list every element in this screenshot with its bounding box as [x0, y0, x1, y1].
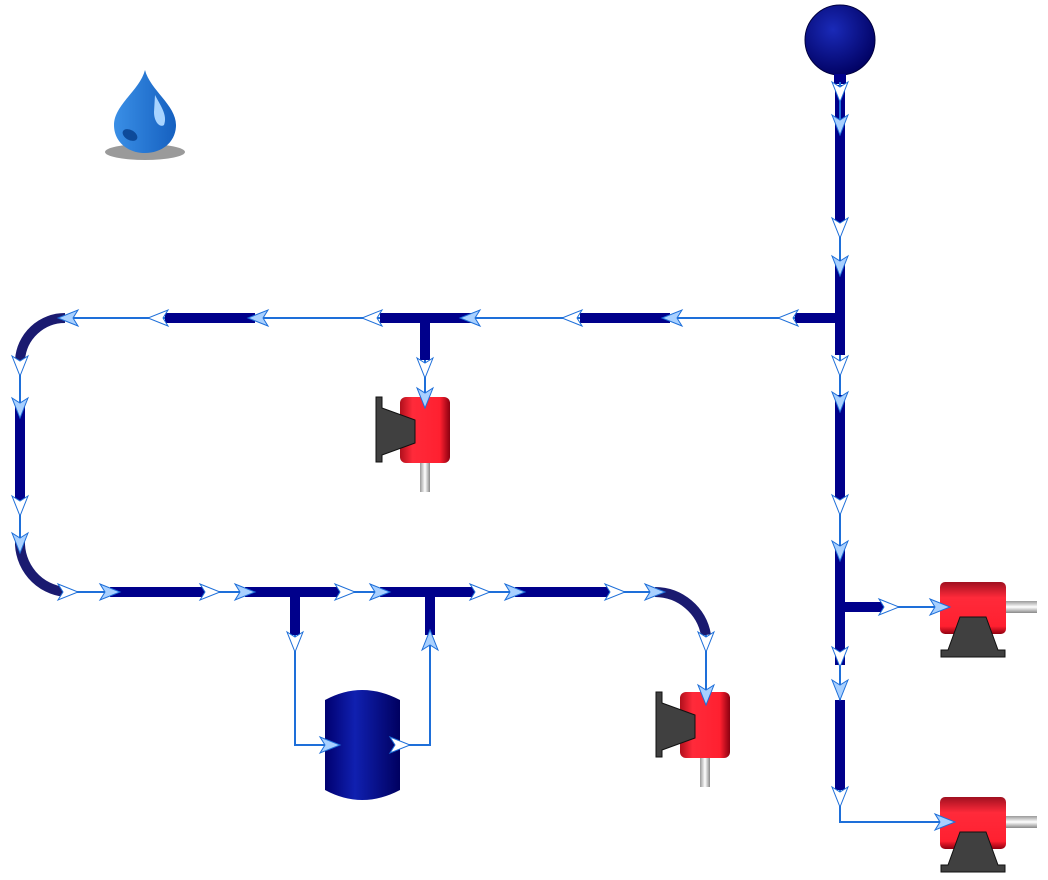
inlet-arrow-icon: [368, 582, 392, 602]
outlet-arrow-icon: [285, 630, 305, 654]
inlet-arrow-icon: [415, 386, 435, 410]
inlet-arrow-icon: [830, 678, 850, 702]
outlet-arrow-icon: [830, 785, 850, 809]
pump-lower[interactable]: [940, 797, 1037, 873]
outlet-arrow-icon: [333, 582, 357, 602]
outlet-arrow-icon: [877, 597, 901, 617]
outlet-arrow-icon: [198, 582, 222, 602]
source-ball[interactable]: [804, 4, 876, 84]
inlet-arrow-icon: [318, 735, 342, 755]
tank[interactable]: [325, 690, 400, 800]
outlet-arrow-icon: [56, 582, 80, 602]
outlet-arrow-icon: [388, 735, 412, 755]
inlet-arrow-icon: [458, 308, 482, 328]
inlet-arrow-icon: [696, 683, 716, 707]
inlet-arrow-icon: [928, 597, 952, 617]
outlet-arrow-icon: [415, 356, 435, 380]
inlet-arrow-icon: [830, 539, 850, 563]
outlet-arrow-icon: [830, 354, 850, 378]
outlet-arrow-icon: [10, 494, 30, 518]
inlet-arrow-icon: [98, 582, 122, 602]
connector-line: [294, 635, 330, 746]
valve-upper[interactable]: [375, 396, 450, 492]
inlet-arrow-icon: [933, 812, 957, 832]
outlet-arrow-icon: [560, 308, 584, 328]
inlet-arrow-icon: [830, 113, 850, 137]
inlet-arrow-icon: [643, 582, 667, 602]
connector-line: [839, 790, 945, 823]
outlet-arrow-icon: [146, 308, 170, 328]
inlet-arrow-icon: [56, 308, 80, 328]
outlet-arrow-icon: [830, 645, 850, 669]
inlet-arrow-icon: [830, 254, 850, 278]
pipe-bend: [15, 312, 66, 361]
pipe-bend: [654, 587, 711, 637]
outlet-arrow-icon: [696, 630, 716, 654]
inlet-arrow-icon: [660, 308, 684, 328]
outlet-arrow-icon: [830, 80, 850, 104]
water-drop-icon: [105, 70, 185, 160]
inlet-arrow-icon: [10, 396, 30, 420]
connector-line: [400, 635, 431, 746]
outlet-arrow-icon: [603, 582, 627, 602]
inlet-arrow-icon: [830, 390, 850, 414]
inlet-arrow-icon: [246, 308, 270, 328]
pump-upper[interactable]: [940, 582, 1037, 658]
valve-lower[interactable]: [655, 691, 730, 787]
outlet-arrow-icon: [360, 308, 384, 328]
inlet-arrow-icon: [503, 582, 527, 602]
outlet-arrow-icon: [830, 493, 850, 517]
outlet-arrow-icon: [776, 308, 800, 328]
inlet-arrow-icon: [233, 582, 257, 602]
inlet-arrow-icon: [10, 531, 30, 555]
outlet-arrow-icon: [468, 582, 492, 602]
outlet-arrow-icon: [10, 354, 30, 378]
outlet-arrow-icon: [830, 216, 850, 240]
inlet-arrow-icon: [420, 628, 440, 652]
